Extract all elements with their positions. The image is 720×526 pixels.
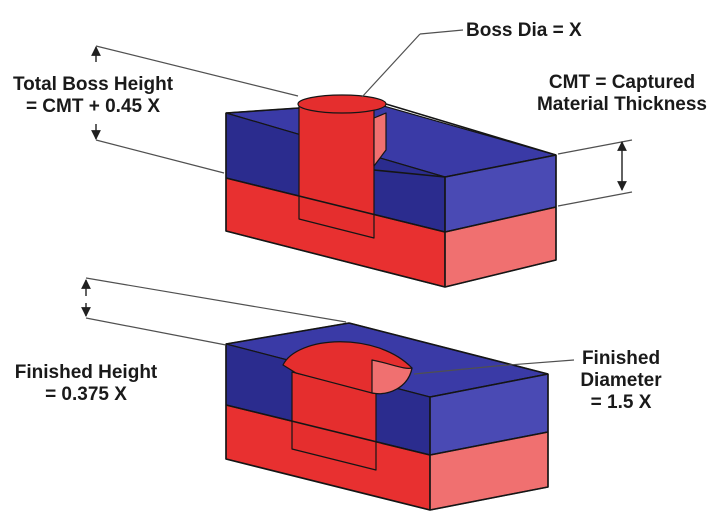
leader-lines <box>85 29 633 375</box>
top-block <box>225 94 557 288</box>
bottom-block <box>225 322 549 511</box>
total-boss-height-line-1: Total Boss Height <box>12 74 174 95</box>
finished-height-line-1: Finished Height <box>14 362 158 383</box>
boss-column <box>298 102 375 239</box>
finished-diameter-line-1: Finished <box>581 348 661 369</box>
bottom-block-outline <box>225 322 549 511</box>
cmt-line-1: CMT = Captured <box>548 72 696 93</box>
top-block-outline <box>225 103 557 288</box>
finished-height-line-2: = 0.375 X <box>45 384 127 405</box>
total-boss-height-line-2: = CMT + 0.45 X <box>25 96 161 117</box>
dimension-arrows <box>81 46 627 317</box>
finished-diameter-label: Finished Diameter = 1.5 X <box>566 348 676 414</box>
boss-top-face <box>297 94 387 114</box>
finished-height-label: Finished Height = 0.375 X <box>4 362 168 406</box>
finished-diameter-line-2: Diameter <box>580 370 662 391</box>
boss-dia-label: Boss Dia = X <box>466 20 582 42</box>
total-boss-height-label: Total Boss Height = CMT + 0.45 X <box>4 74 182 118</box>
boss-side-highlight <box>373 112 387 167</box>
boss-dia-text: Boss Dia = X <box>466 20 582 41</box>
cmt-label: CMT = Captured Material Thickness <box>526 72 718 116</box>
cmt-line-2: Material Thickness <box>536 94 708 115</box>
finished-diameter-line-3: = 1.5 X <box>590 392 652 413</box>
flattened-boss-head-shade <box>371 359 413 395</box>
